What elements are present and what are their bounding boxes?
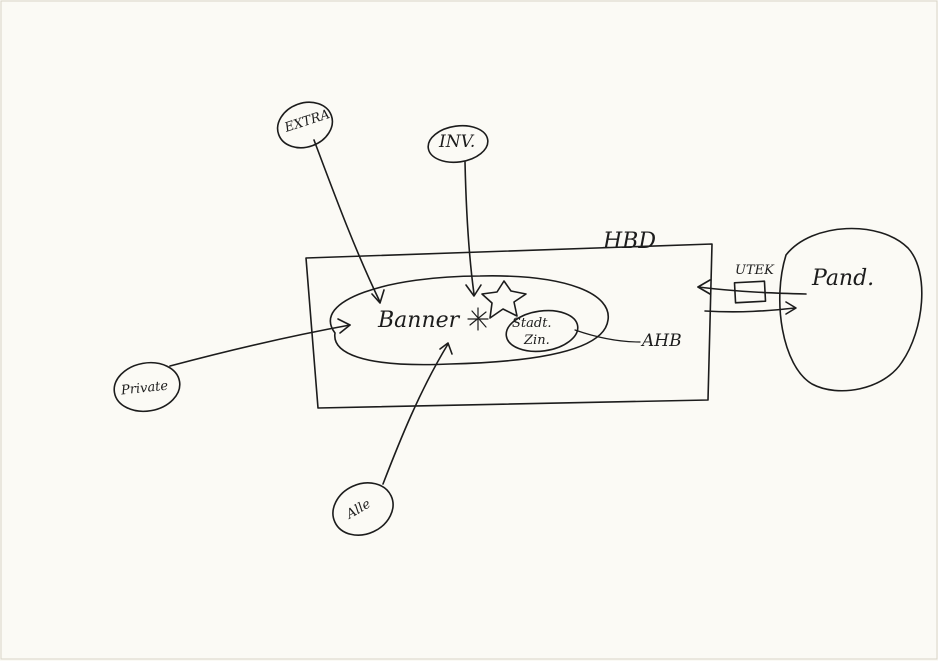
burst-mark	[467, 307, 489, 331]
arrowhead-right-lower	[785, 301, 797, 315]
stadt-oval	[505, 309, 579, 353]
private-arrowhead	[337, 318, 351, 334]
private-connector	[169, 324, 351, 367]
private-oval	[113, 361, 181, 413]
link-arrow-upper	[697, 286, 807, 295]
extra-connector	[313, 139, 381, 303]
alle-oval	[332, 482, 394, 536]
hbd-box	[305, 243, 713, 409]
inv-oval	[427, 124, 489, 164]
arrowhead-left-upper	[697, 279, 711, 295]
link-arrow-lower	[704, 307, 796, 313]
stadt-label-line2: Zin.	[524, 333, 550, 348]
star-mark	[481, 280, 527, 319]
inner-oval	[329, 275, 609, 366]
hbd-label: HBD	[603, 229, 656, 254]
alle-connector	[382, 343, 449, 485]
banner-label: Banner	[378, 308, 460, 333]
stadt-label-line1: Stadt.	[512, 316, 552, 331]
inv-arrowhead	[465, 284, 482, 297]
ahb-label: AHB	[642, 331, 682, 351]
utek-label: UTEK	[735, 263, 774, 278]
extra-arrowhead	[371, 289, 385, 304]
inv-label: INV.	[439, 132, 476, 152]
alle-arrowhead	[439, 342, 453, 355]
utek-box	[733, 280, 767, 304]
pand-blob	[778, 227, 923, 392]
extra-oval	[276, 101, 334, 149]
inv-connector	[464, 161, 475, 295]
ahb-connector	[574, 329, 641, 343]
pand-label: Pand.	[812, 266, 875, 291]
